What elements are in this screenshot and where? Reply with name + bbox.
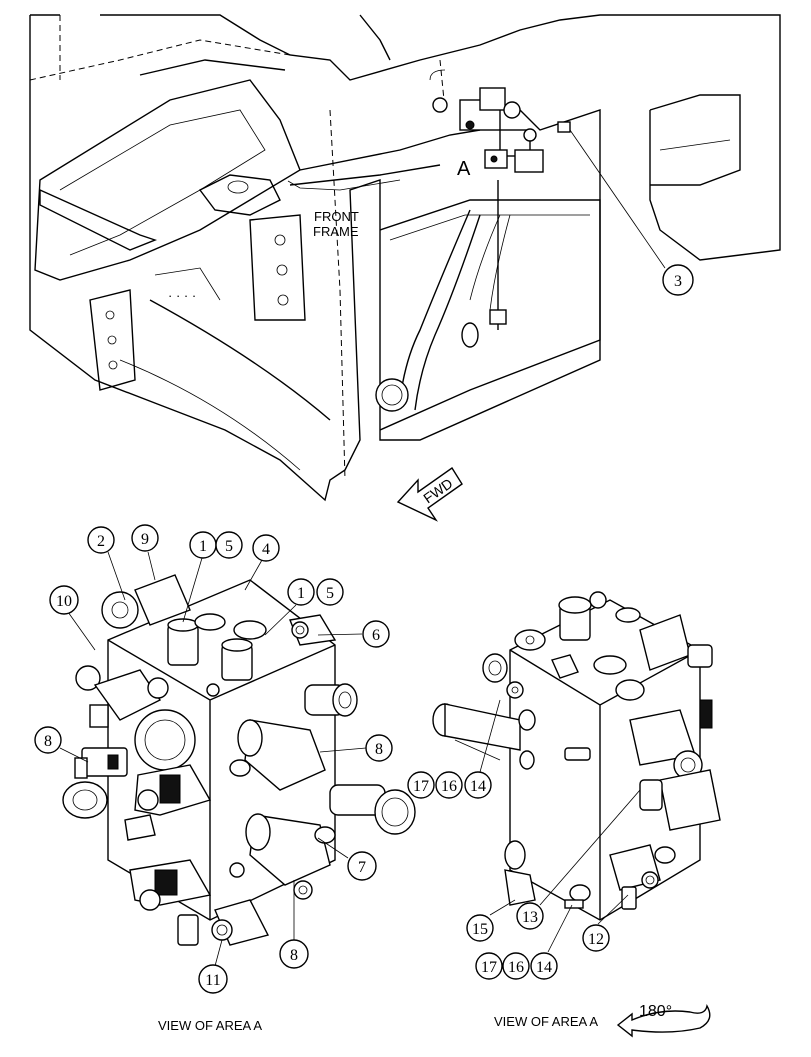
solenoid-bottom-left xyxy=(129,859,212,946)
callout-7: 7 xyxy=(358,859,366,876)
callout-8a: 8 xyxy=(44,733,52,750)
connector-8-left xyxy=(74,747,128,779)
callout-5a: 5 xyxy=(225,538,233,555)
callout-3-circle xyxy=(662,264,694,296)
callout-2: 2 xyxy=(97,533,105,550)
callout-14b: 14 xyxy=(536,959,552,976)
area-a-marker: A xyxy=(457,158,471,180)
callout-1b: 1 xyxy=(297,585,305,602)
callout-17b: 17 xyxy=(481,959,497,976)
callout-16b: 16 xyxy=(508,959,524,976)
cap-plug-7 xyxy=(314,784,416,844)
rotation-arrow-180: 180° xyxy=(616,1003,711,1038)
fitting-11 xyxy=(211,899,270,946)
plug-6 xyxy=(304,683,358,717)
valve-cluster-area-a xyxy=(429,69,544,173)
callout-10: 10 xyxy=(56,593,72,610)
left-side-components xyxy=(75,665,196,771)
front-frame-leader xyxy=(287,179,401,191)
callout-11: 11 xyxy=(205,972,220,989)
callout-9: 9 xyxy=(141,531,149,548)
solenoid-top-right xyxy=(639,614,713,671)
fwd-arrow: FWD xyxy=(396,467,463,522)
tube-assembly xyxy=(432,703,521,761)
frame-emboss-text: · · · · xyxy=(168,288,196,303)
front-frame-label-line1: FRONT xyxy=(314,209,359,224)
fitting-14-lower xyxy=(564,884,591,909)
solenoid-8-right-upper xyxy=(229,719,326,791)
view-label-left: VIEW OF AREA A xyxy=(158,1018,262,1033)
callout-12: 12 xyxy=(588,931,604,948)
callout-8b: 8 xyxy=(375,741,383,758)
solenoid-8-right-lower xyxy=(245,813,331,900)
top-fittings-left xyxy=(167,613,337,681)
callout-13: 13 xyxy=(522,909,538,926)
callout-3-leader xyxy=(569,129,666,269)
rotation-label: 180° xyxy=(639,1003,672,1020)
callouts-left: 2 9 1 5 4 10 1 5 6 8 8 7 8 xyxy=(34,524,393,994)
solenoid-13 xyxy=(629,699,721,831)
mounting-bracket xyxy=(557,121,571,133)
top-fittings-right xyxy=(514,591,645,701)
plug-left-right-block xyxy=(482,653,524,699)
callout-1a: 1 xyxy=(199,538,207,555)
solenoid-lower-left xyxy=(62,764,212,841)
valve-block-left xyxy=(62,574,416,946)
callout-3: 3 xyxy=(674,273,682,290)
callout-16a: 16 xyxy=(441,778,457,795)
callout-8c: 8 xyxy=(290,947,298,964)
callout-14a: 14 xyxy=(470,778,486,795)
front-frame-illustration: · · · · xyxy=(29,14,781,502)
callout-15: 15 xyxy=(472,921,488,938)
view-label-right: VIEW OF AREA A xyxy=(494,1014,598,1029)
callout-17a: 17 xyxy=(413,778,429,795)
fitting-15 xyxy=(504,840,536,906)
solenoid-9 xyxy=(101,574,191,629)
callout-6: 6 xyxy=(372,627,380,644)
callout-5b: 5 xyxy=(326,585,334,602)
fitting-12 xyxy=(609,844,661,910)
callouts-right: 17 16 14 15 13 12 17 16 14 xyxy=(407,699,641,980)
valve-block-right xyxy=(432,591,721,921)
front-frame-label-line2: FRAME xyxy=(313,224,359,239)
callout-4: 4 xyxy=(262,541,270,558)
